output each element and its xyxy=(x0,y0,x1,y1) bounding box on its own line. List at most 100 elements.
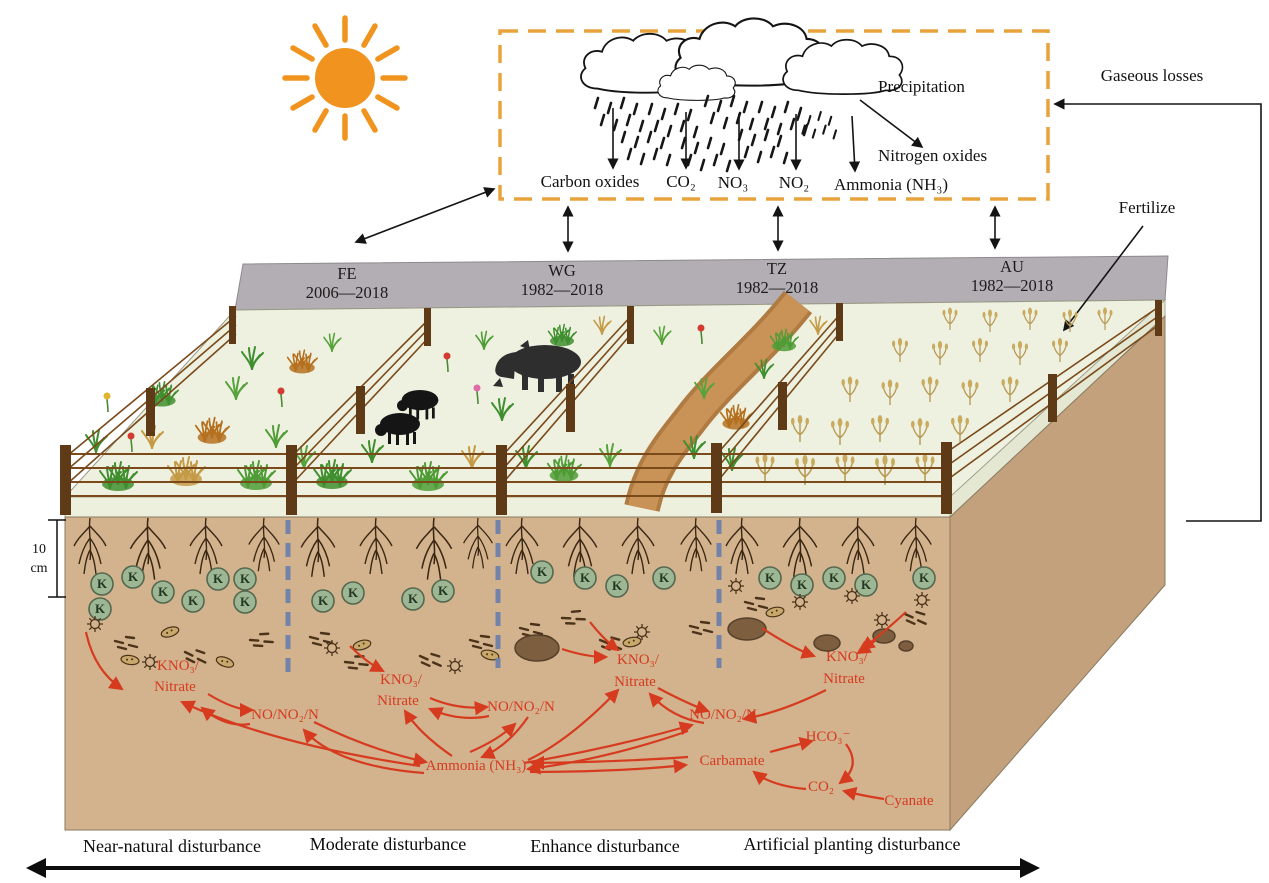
fence-post xyxy=(146,388,155,436)
k-microbe: K xyxy=(401,587,425,611)
red-arrow xyxy=(523,721,695,765)
depth-scale-unit: cm xyxy=(30,561,47,576)
rocks xyxy=(514,617,914,662)
red-arrow xyxy=(838,743,854,785)
plot-code-wg: WG xyxy=(548,261,576,280)
rock xyxy=(898,640,914,652)
k-microbe: K xyxy=(90,572,114,596)
rain-icon xyxy=(737,128,789,165)
flower-icon xyxy=(102,391,112,413)
sheep-silhouette xyxy=(397,389,439,420)
red-arrow xyxy=(469,722,517,754)
plot-years-au: 1982—2018 xyxy=(971,276,1054,295)
label-no3: NO₃ xyxy=(718,173,749,192)
gaseous-losses-flow-line xyxy=(1053,98,1262,522)
label-kno3-wg: KNO₃/ xyxy=(380,672,423,688)
plot-years-tz: 1982—2018 xyxy=(736,278,819,297)
soil-chemical-labels: KNO₃/ Nitrate NO/NO₂/N KNO₃/ Nitrate NO/… xyxy=(154,649,934,809)
k-microbe: K xyxy=(311,589,335,613)
fence-post xyxy=(711,443,722,513)
plot-code-au: AU xyxy=(1000,257,1024,276)
fence-post xyxy=(60,445,71,515)
label-disturbance-fe: Near-natural disturbance xyxy=(83,836,261,856)
fence-post xyxy=(424,308,431,346)
plot-code-fe: FE xyxy=(337,264,356,283)
dirt-path xyxy=(624,290,813,513)
red-arrow xyxy=(648,692,705,725)
k-microbe: K xyxy=(233,567,257,591)
nitrogen-cycle-arrows xyxy=(84,611,907,801)
plot-years-wg: 1982—2018 xyxy=(521,280,604,299)
label-fertilize: Fertilize xyxy=(1119,198,1176,217)
deposition-arrows xyxy=(607,108,861,173)
k-microbe: K xyxy=(854,573,878,597)
fence-left-boundary xyxy=(66,306,237,485)
red-arrow xyxy=(752,770,807,791)
red-arrow xyxy=(761,627,817,659)
sheep-silhouette xyxy=(375,413,420,445)
red-arrow xyxy=(84,631,124,691)
k-microbe: K xyxy=(605,574,629,598)
rhino-silhouette xyxy=(493,340,581,392)
label-carbon-oxides: Carbon oxides xyxy=(541,172,640,191)
red-arrow xyxy=(527,688,620,761)
plot-headers: FE 2006—2018 WG 1982—2018 TZ 1982—2018 A… xyxy=(306,257,1054,302)
k-label: K xyxy=(188,593,199,608)
rain-icon xyxy=(620,130,672,167)
label-disturbance-au: Artificial planting disturbance xyxy=(744,834,961,854)
red-arrow xyxy=(302,728,425,775)
label-ammonia-soil: Ammonia (NH₃) xyxy=(426,758,527,774)
rain-icon xyxy=(757,100,809,137)
k-microbe: K xyxy=(151,580,175,604)
atmosphere-soil-exchange-arrows xyxy=(354,187,1001,253)
label-nitrate-fe: Nitrate xyxy=(154,679,196,695)
plot-years-fe: 2006—2018 xyxy=(306,283,389,302)
fence-post xyxy=(1048,374,1057,422)
k-label: K xyxy=(919,570,930,585)
grass-tuft-icon xyxy=(85,429,108,453)
red-arrow xyxy=(529,755,689,771)
fence-post xyxy=(566,384,575,432)
rock xyxy=(813,634,841,652)
fence-post xyxy=(941,442,952,514)
precipitation-to-nitrogen-oxides-arrow xyxy=(859,99,924,149)
red-arrow xyxy=(429,696,490,716)
label-kno3-au: KNO₃/ xyxy=(826,649,869,665)
label-carbamate: Carbamate xyxy=(700,753,765,769)
red-arrow xyxy=(349,645,385,673)
label-no2: NO₂ xyxy=(779,173,809,192)
k-microbe: K xyxy=(822,566,846,590)
red-arrow xyxy=(180,700,421,768)
depth-scale xyxy=(48,519,66,598)
fence-boundary-1 xyxy=(291,308,431,485)
label-precipitation: Precipitation xyxy=(878,77,965,96)
sod-edge-front xyxy=(64,496,951,518)
fence-post xyxy=(286,445,297,515)
k-label: K xyxy=(861,577,872,592)
label-disturbance-wg: Moderate disturbance xyxy=(310,834,466,854)
rain-icon xyxy=(593,96,645,133)
k-microbe: K xyxy=(530,560,554,584)
k-microbe: K xyxy=(912,566,936,590)
k-microbe: K xyxy=(758,566,782,590)
k-label: K xyxy=(213,571,224,586)
label-nitrate-tz: Nitrate xyxy=(614,674,656,690)
disturbance-labels: Near-natural disturbance Moderate distur… xyxy=(83,834,961,856)
label-co2: CO₂ xyxy=(666,172,696,191)
k-label: K xyxy=(95,601,106,616)
red-arrow xyxy=(657,687,711,714)
fence-post xyxy=(1155,300,1162,336)
label-no-no2-n-wg: NO/NO₂/N xyxy=(487,699,555,715)
label-nitrogen-oxides: Nitrogen oxides xyxy=(878,146,987,165)
k-microbe: K xyxy=(341,581,365,605)
label-nitrate-wg: Nitrate xyxy=(377,693,419,709)
fence-right-boundary xyxy=(946,300,1162,481)
k-label: K xyxy=(659,570,670,585)
k-label: K xyxy=(318,593,329,608)
k-label: K xyxy=(612,578,623,593)
red-arrow xyxy=(403,709,453,757)
atmosphere-dashed-box xyxy=(498,29,1050,201)
sun-icon xyxy=(282,15,408,141)
plot-code-tz: TZ xyxy=(767,259,787,278)
